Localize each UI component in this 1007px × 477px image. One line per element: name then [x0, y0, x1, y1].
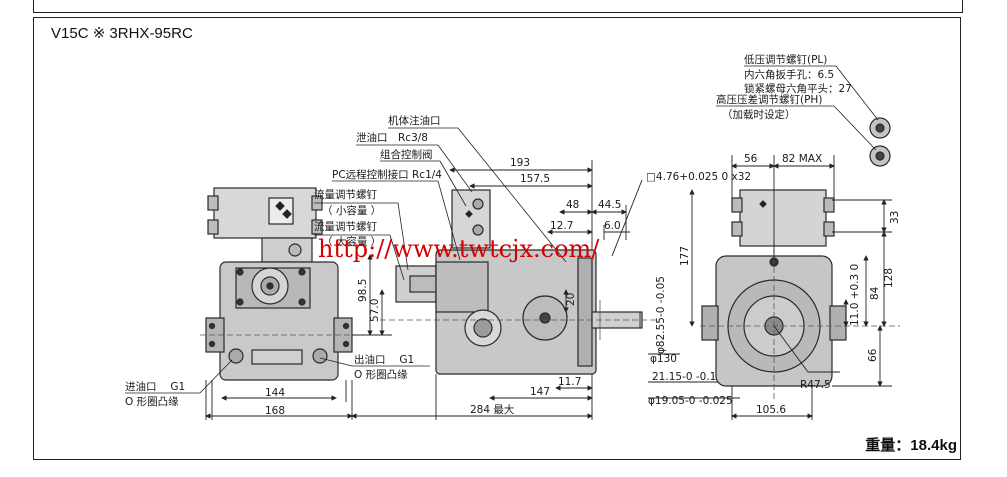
inlet-label: 进油口 G1: [125, 380, 185, 393]
dim-44-5: 44.5: [598, 199, 621, 211]
right-leaders: [716, 65, 879, 151]
dim-105-6: 105.6: [756, 404, 786, 416]
dim-12-7: 12.7: [550, 220, 573, 232]
key-dim: □4.76+0.025 0 x32: [646, 171, 751, 183]
low-pressure-screw-label: 低压调节螺钉(PL): [744, 53, 827, 66]
model-title: V15C ※ 3RHX-95RC: [51, 25, 193, 42]
flow-screw-large-note: （ 大容量 ）: [322, 235, 381, 248]
dim-33: 33: [889, 211, 901, 224]
pc-port-label: PC远程控制接口 Rc1/4: [332, 168, 442, 181]
high-pressure-screw-label: 高压压差调节螺钉(PH): [716, 93, 822, 106]
filler-port-label: 机体注油口: [388, 114, 441, 127]
watermark-text: http://www.twtcjx.com/: [318, 235, 600, 263]
weight-label: 重量：18.4kg: [865, 437, 957, 454]
dim-284-max: 284 最大: [470, 403, 515, 416]
dim-r47-5: R47.5: [800, 379, 831, 391]
dim-11-7: 11.7: [558, 376, 581, 388]
top-frame-band: [33, 0, 963, 13]
dim-147: 147: [530, 386, 550, 398]
middle-dimensions: [351, 160, 740, 420]
middle-view: [380, 189, 660, 375]
dim-66: 66: [867, 348, 879, 362]
left-view: [200, 187, 360, 381]
dim-84: 84: [869, 286, 881, 300]
dim-6-0: 6.0: [604, 220, 621, 232]
dim-82-max: 82 MAX: [782, 153, 822, 165]
dim-168: 168: [265, 405, 285, 417]
drawing-frame: [33, 17, 961, 460]
drain-port-label: 泄油口 Rc3/8: [356, 131, 428, 144]
factory-set-label: （加载时设定）: [722, 108, 796, 121]
dim-48: 48: [566, 199, 579, 211]
pilot-dia-dim: φ130: [650, 353, 677, 365]
left-leaders: [125, 357, 430, 394]
dim-157-5: 157.5: [520, 173, 550, 185]
key-height-dim: 21.15-0 -0.15: [652, 371, 723, 383]
flow-screw-small-label: 流量调节螺钉: [314, 188, 377, 201]
dim-98-5: 98.5: [357, 279, 369, 302]
shaft-pilot-dim: φ82.55-0 -0.05: [655, 276, 667, 354]
right-dimensions: [689, 155, 892, 420]
dim-57: 57.0: [369, 299, 381, 322]
hex-wrench-label: 内六角扳手孔：6.5: [744, 68, 834, 81]
inlet-flange-label: O 形圈凸缘: [125, 395, 179, 408]
outlet-label: 出油口 G1: [354, 353, 414, 366]
control-valve-label: 组合控制阀: [380, 148, 433, 161]
dim-20: 20: [565, 293, 577, 306]
shaft-dia-dim: φ19.05-0 -0.025: [648, 395, 733, 407]
outlet-flange-label: O 形圈凸缘: [354, 368, 408, 381]
flow-screw-large-label: 流量调节螺钉: [314, 220, 377, 233]
dim-56: 56: [744, 153, 758, 165]
dim-11-0: 11.0 +0.3 0: [849, 264, 861, 326]
dim-128: 128: [883, 268, 895, 288]
dim-193: 193: [510, 157, 530, 169]
dim-144: 144: [265, 387, 285, 399]
dim-177: 177: [679, 246, 691, 266]
middle-leaders: [314, 127, 567, 281]
flow-screw-small-note: （ 小容量 ）: [322, 204, 381, 217]
lock-nut-label: 锁紧螺母六角平头：27: [744, 82, 852, 95]
